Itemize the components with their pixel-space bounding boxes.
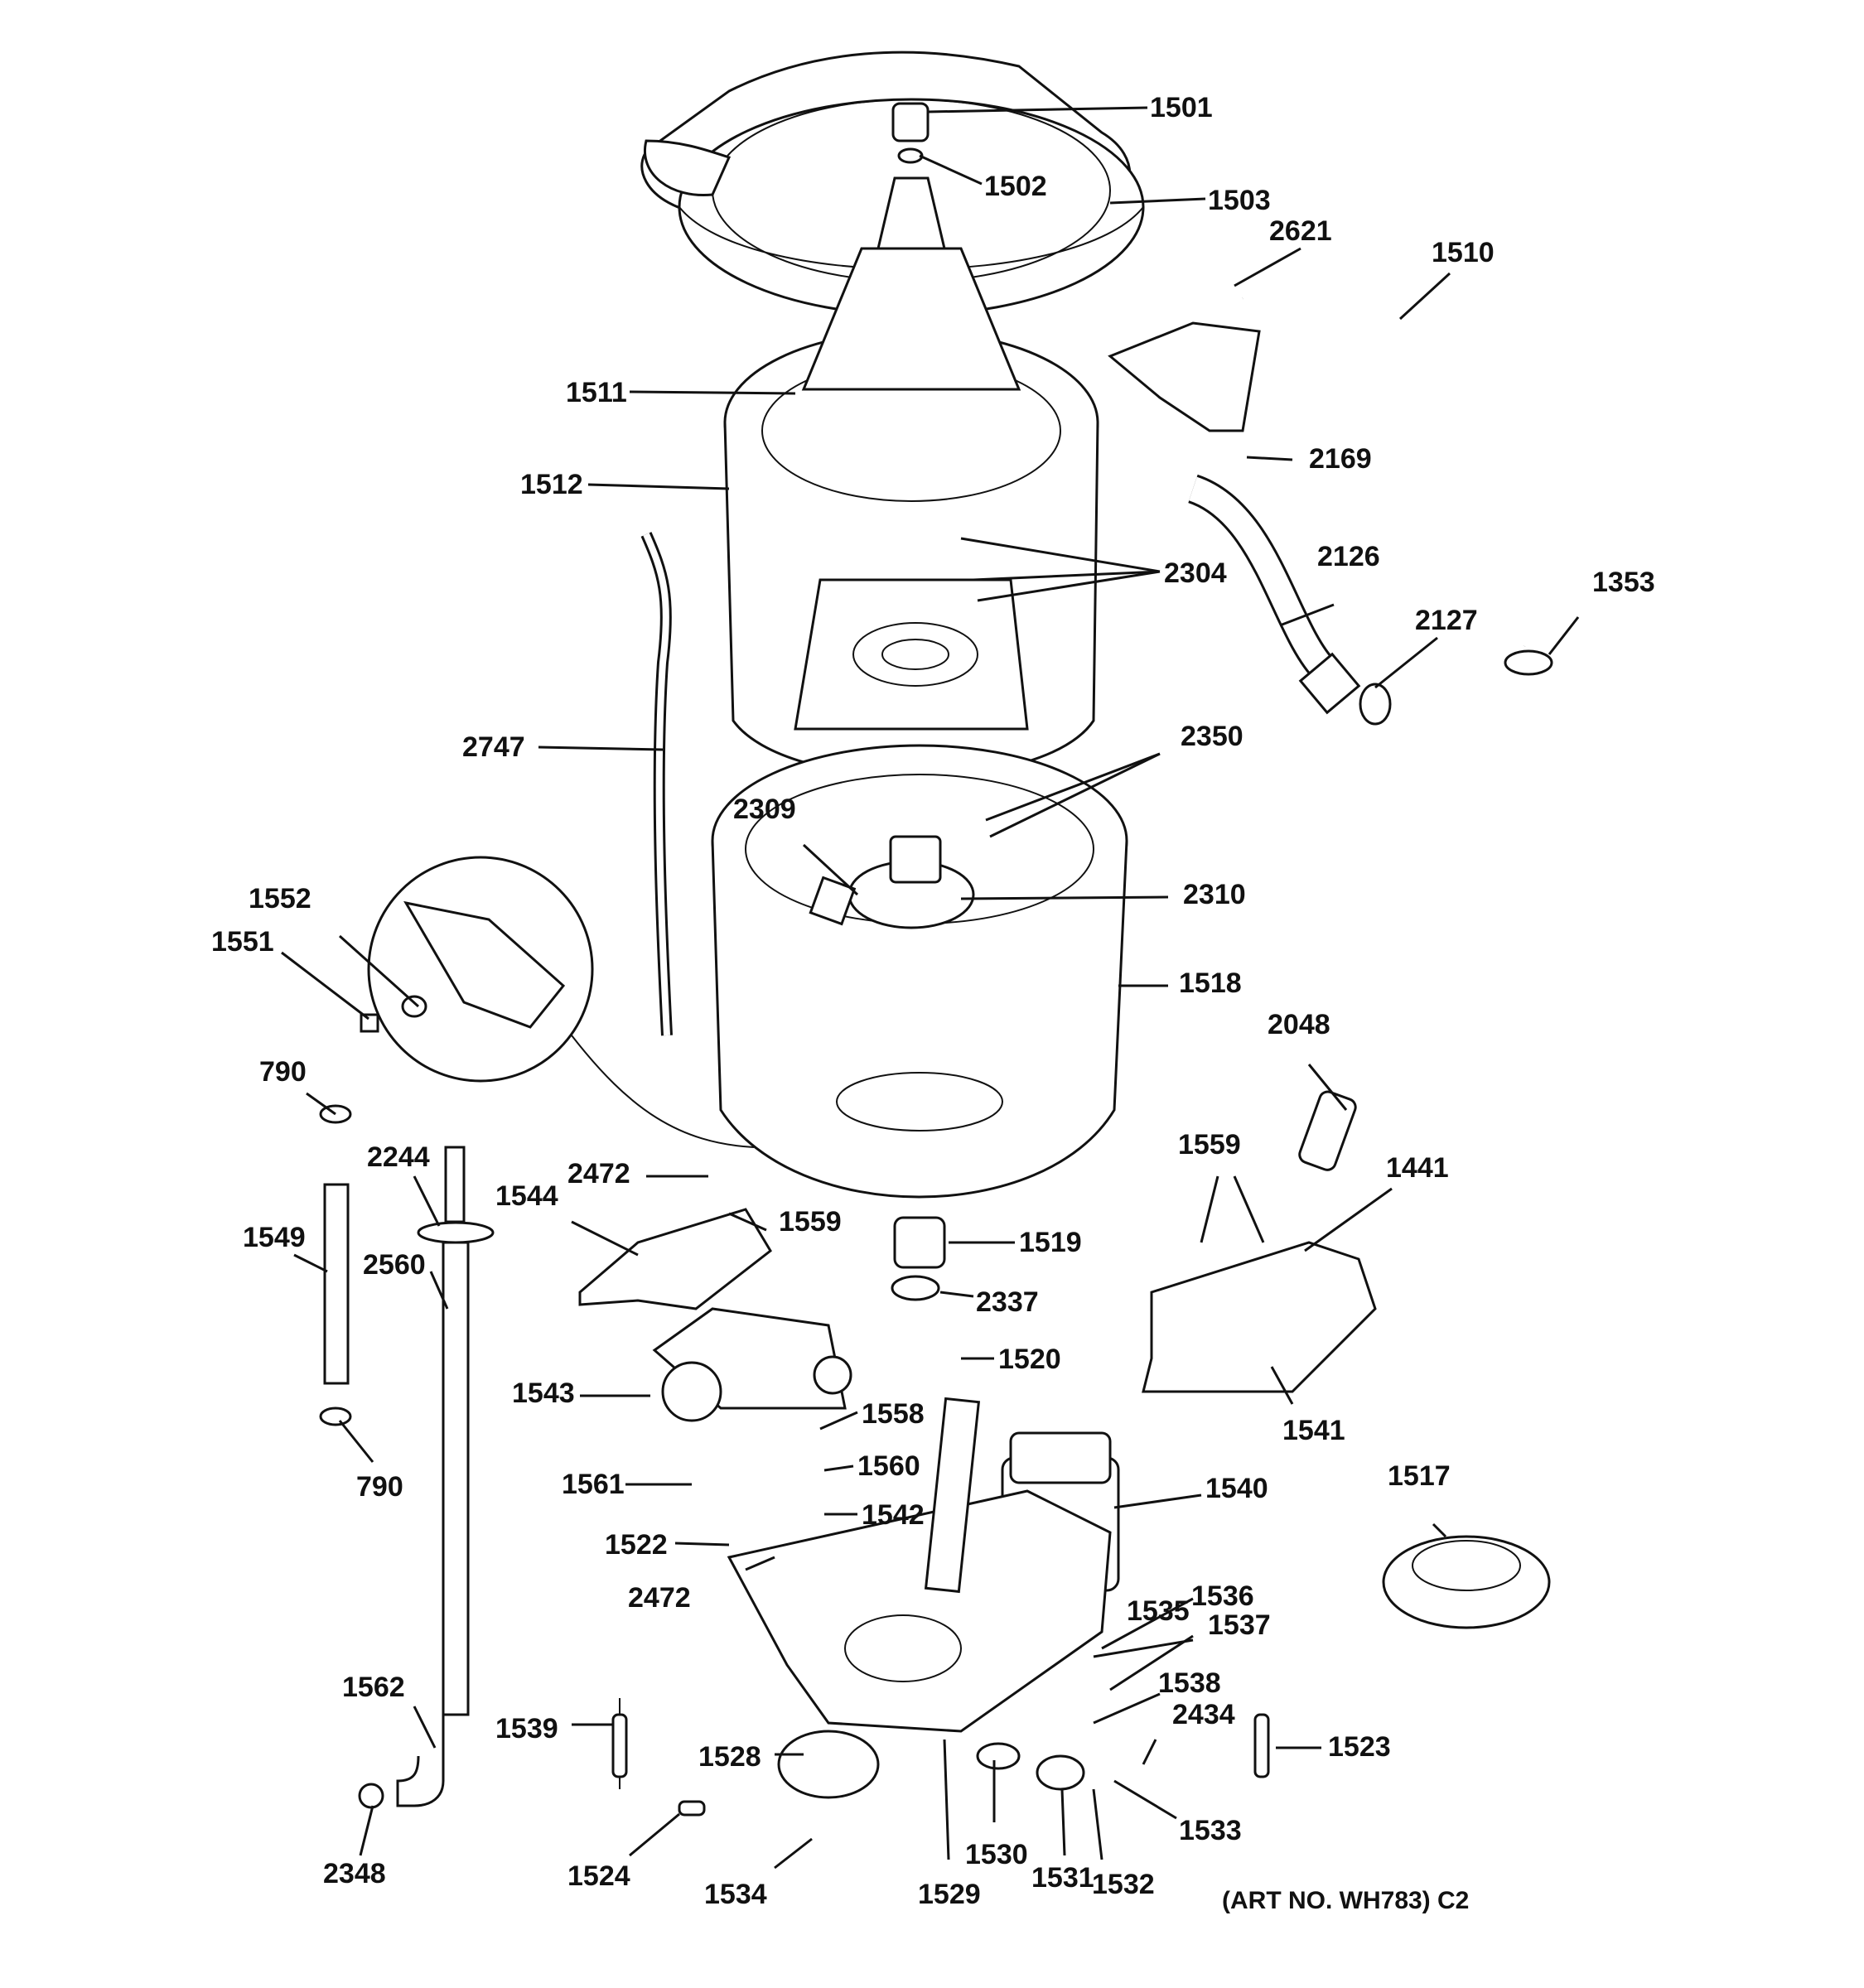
- label-1532: 1532: [1092, 1869, 1155, 1900]
- label-2472-bottom: 2472: [628, 1582, 691, 1614]
- label-1529: 1529: [918, 1879, 981, 1910]
- label-1536: 1536: [1191, 1580, 1254, 1612]
- label-1559-right: 1559: [1178, 1129, 1241, 1160]
- hoses: [1108, 255, 1553, 726]
- wash-basket-1512: [723, 247, 1099, 778]
- spring-1523: [1253, 1713, 1270, 1778]
- label-1531: 1531: [1031, 1862, 1094, 1894]
- label-1562: 1562: [342, 1672, 405, 1703]
- label-1511: 1511: [566, 377, 627, 408]
- spring-1524: [678, 1800, 706, 1817]
- label-2350: 2350: [1181, 721, 1243, 752]
- label-1502: 1502: [984, 171, 1047, 202]
- washer-2337: [891, 1275, 940, 1301]
- label-790-bottom: 790: [356, 1471, 403, 1503]
- label-1559-left: 1559: [779, 1206, 842, 1238]
- label-2127: 2127: [1415, 605, 1478, 636]
- label-1518: 1518: [1179, 967, 1242, 999]
- label-2169: 2169: [1309, 443, 1372, 475]
- label-2337: 2337: [976, 1286, 1039, 1318]
- label-1544: 1544: [495, 1180, 558, 1212]
- label-1560: 1560: [857, 1450, 920, 1482]
- label-1538: 1538: [1158, 1667, 1221, 1699]
- label-1520: 1520: [998, 1344, 1061, 1375]
- outer-tub-1518: [711, 744, 1128, 1199]
- label-1541: 1541: [1282, 1415, 1345, 1446]
- label-1510: 1510: [1432, 237, 1495, 268]
- label-1533: 1533: [1179, 1815, 1242, 1846]
- label-1519: 1519: [1019, 1227, 1082, 1258]
- label-2348: 2348: [323, 1858, 386, 1889]
- art-number: (ART NO. WH783) C2: [1222, 1887, 1470, 1914]
- drain-hose: [319, 1104, 495, 1809]
- label-2309: 2309: [733, 794, 796, 825]
- label-1535: 1535: [1127, 1595, 1190, 1627]
- label-1543: 1543: [512, 1378, 575, 1409]
- label-1522: 1522: [605, 1529, 668, 1561]
- cover-1541: [1142, 1090, 1377, 1393]
- label-1552: 1552: [249, 883, 311, 914]
- label-790-top: 790: [259, 1056, 307, 1088]
- label-1537: 1537: [1208, 1609, 1271, 1641]
- label-2434: 2434: [1172, 1699, 1235, 1730]
- label-1517: 1517: [1388, 1460, 1451, 1492]
- label-1558: 1558: [862, 1398, 925, 1430]
- label-1503: 1503: [1208, 185, 1271, 216]
- label-1528: 1528: [698, 1741, 761, 1773]
- label-1540: 1540: [1205, 1473, 1268, 1504]
- bearing-1519: [893, 1216, 946, 1269]
- leader-lines: [281, 106, 1580, 1870]
- label-2747: 2747: [462, 731, 525, 763]
- detail-circle: [360, 856, 755, 1148]
- label-2621: 2621: [1269, 215, 1332, 247]
- label-1542: 1542: [862, 1499, 925, 1531]
- label-1530: 1530: [965, 1839, 1028, 1870]
- label-1512: 1512: [520, 469, 583, 500]
- label-1549: 1549: [243, 1222, 306, 1253]
- label-1523: 1523: [1328, 1731, 1391, 1763]
- label-1551: 1551: [211, 926, 274, 958]
- label-1539: 1539: [495, 1713, 558, 1744]
- label-2244: 2244: [367, 1141, 430, 1173]
- base-plate: [727, 1397, 1112, 1799]
- label-2472-top: 2472: [567, 1158, 630, 1189]
- label-1501: 1501: [1150, 92, 1213, 123]
- agitator-cap-1501: [876, 102, 946, 250]
- label-1524: 1524: [567, 1860, 630, 1892]
- label-2304: 2304: [1164, 557, 1227, 589]
- label-1534: 1534: [704, 1879, 767, 1910]
- label-1441: 1441: [1386, 1152, 1449, 1184]
- pump-1543: [652, 1307, 852, 1422]
- bracket-1544: [578, 1208, 772, 1310]
- label-2310: 2310: [1183, 879, 1246, 910]
- label-2126: 2126: [1317, 541, 1380, 572]
- label-2560: 2560: [363, 1249, 426, 1281]
- tub-cover-1503: [640, 51, 1145, 316]
- label-1561: 1561: [562, 1469, 625, 1500]
- label-2048: 2048: [1268, 1009, 1330, 1040]
- label-1353: 1353: [1592, 567, 1655, 598]
- ring-1517: [1382, 1535, 1551, 1629]
